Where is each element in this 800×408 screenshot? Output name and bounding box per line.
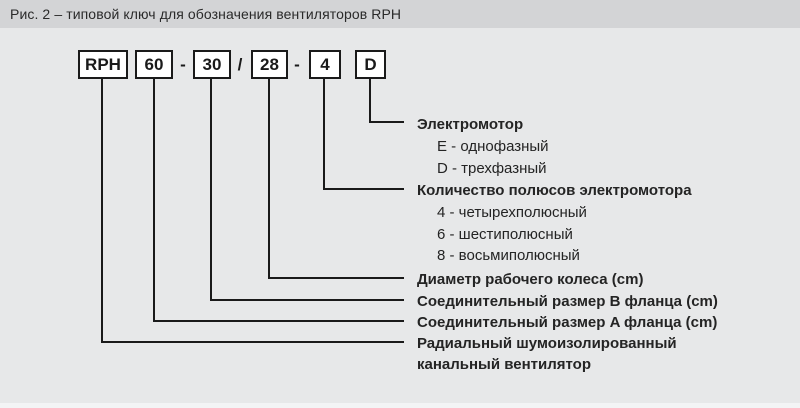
legend-poles-title: Количество полюсов электромотора <box>417 182 692 199</box>
legend-impeller-title: Диаметр рабочего колеса (cm) <box>417 271 644 288</box>
connector-motor-vline <box>369 79 371 123</box>
connector-flange-a-vline <box>153 79 155 322</box>
legend-flange-b-title: Соединительный размер B фланца (cm) <box>417 293 718 310</box>
code-separator-dash: - <box>294 54 300 74</box>
code-box-flange-a-size: 60 <box>135 50 173 79</box>
connector-motor-hline <box>369 121 404 123</box>
code-box-poles: 4 <box>309 50 341 79</box>
legend-flange-a-title: Соединительный размер A фланца (cm) <box>417 314 718 331</box>
connector-poles-hline <box>323 188 404 190</box>
code-box-motor-type: D <box>355 50 386 79</box>
code-box-model: RPH <box>78 50 128 79</box>
legend-motor-title: Электромотор <box>417 116 524 133</box>
legend-poles-option: 4 - четырехполюсный <box>437 204 587 221</box>
connector-impeller-hline <box>268 277 404 279</box>
code-box-impeller-diameter: 28 <box>251 50 288 79</box>
bottom-edge-strip <box>0 403 800 408</box>
code-separator-dash: - <box>180 54 186 74</box>
connector-flange-b-hline <box>210 299 404 301</box>
connector-flange-a-hline <box>153 320 404 322</box>
connector-flange-b-vline <box>210 79 212 301</box>
caption-bar: Рис. 2 – типовой ключ для обозначения ве… <box>0 0 800 28</box>
legend-motor-option: D - трехфазный <box>437 160 547 177</box>
connector-poles-vline <box>323 79 325 190</box>
connector-fan-type-vline <box>101 79 103 343</box>
figure-caption: Рис. 2 – типовой ключ для обозначения ве… <box>10 6 402 22</box>
legend-fan-type-title-line1: Радиальный шумоизолированный <box>417 335 677 352</box>
legend-poles-option: 8 - восьмиполюсный <box>437 247 580 264</box>
code-box-flange-b-size: 30 <box>193 50 231 79</box>
connector-fan-type-hline <box>101 341 404 343</box>
legend-motor-option: E - однофазный <box>437 138 549 155</box>
connector-impeller-vline <box>268 79 270 279</box>
code-separator-slash: / <box>237 54 243 74</box>
legend-fan-type-title-line2: канальный вентилятор <box>417 356 592 373</box>
legend-poles-option: 6 - шестиполюсный <box>437 226 573 243</box>
